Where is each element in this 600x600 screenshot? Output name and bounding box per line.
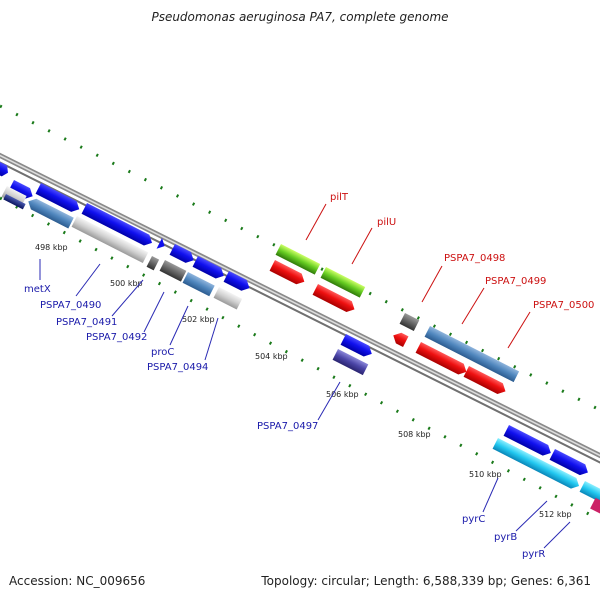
map-title: Pseudomonas aeruginosa PA7, complete gen… <box>151 10 449 24</box>
gene-arrow[interactable] <box>192 256 227 281</box>
gene-arrow-PSPA7_0494[interactable] <box>213 287 243 310</box>
gene-arrow-PSPA7_0500[interactable] <box>424 326 520 383</box>
gene-label-PSPA7_0500: PSPA7_0500 <box>533 300 594 311</box>
gene-label-pyrB: pyrB <box>494 532 517 543</box>
blue-leader-lines <box>39 259 571 549</box>
gene-arrow[interactable] <box>340 334 375 359</box>
accession-text: Accession: NC_009656 <box>9 574 146 588</box>
tick-label: 508 kbp <box>398 430 431 439</box>
gene-arrow[interactable] <box>391 330 409 348</box>
gene-arrow-pilT[interactable] <box>275 244 321 275</box>
red-leader-lines <box>305 203 531 349</box>
gene-arrow-proC[interactable] <box>182 272 215 297</box>
gene-arrow-pilU[interactable] <box>320 267 366 298</box>
gene-arrow[interactable] <box>549 449 591 478</box>
gene-arrow-PSPA7_0491[interactable] <box>146 256 160 271</box>
gene-arrow[interactable] <box>35 183 82 215</box>
gene-arrow[interactable] <box>81 203 155 248</box>
gene-label-PSPA7_0497: PSPA7_0497 <box>257 421 318 432</box>
gene-arrow-PSPA7_0490[interactable] <box>71 216 149 264</box>
gene-label-pilT: pilT <box>330 192 349 203</box>
tick-label: 512 kbp <box>539 510 572 519</box>
gene-arrow[interactable] <box>503 425 554 458</box>
tick-label: 500 kbp <box>110 279 143 288</box>
gene-label-PSPA7_0490: PSPA7_0490 <box>40 300 101 311</box>
gene-arrow[interactable] <box>399 313 420 331</box>
gene-arrow-PSPA7_0499[interactable] <box>463 366 509 397</box>
tick-label: 506 kbp <box>326 390 359 399</box>
gene-arrow-metX[interactable] <box>26 196 74 229</box>
gene-arrow-pyrB[interactable] <box>579 481 600 506</box>
gene-arrow[interactable] <box>156 238 168 251</box>
inner-tick-track <box>0 196 600 522</box>
gene-arrow[interactable] <box>8 180 36 202</box>
topology-text: Topology: circular; Length: 6,588,339 bp… <box>261 574 591 588</box>
gene-label-pyrC: pyrC <box>462 514 485 525</box>
gene-arrow-PSPA7_0498[interactable] <box>415 342 470 377</box>
gene-label-PSPA7_0492: PSPA7_0492 <box>86 332 147 343</box>
gene-label-PSPA7_0499: PSPA7_0499 <box>485 276 546 287</box>
gene-label-proC: proC <box>151 347 174 358</box>
gene-arrow[interactable] <box>223 271 253 293</box>
gene-arrow[interactable] <box>169 244 197 266</box>
gene-arrow[interactable] <box>269 260 308 287</box>
gene-arrow[interactable] <box>312 284 358 315</box>
gene-arrow-pyrC[interactable] <box>492 438 582 491</box>
gene-label-pilU: pilU <box>377 217 396 228</box>
gene-label-pyrR: pyrR <box>522 549 545 560</box>
tick-label: 510 kbp <box>469 470 502 479</box>
gene-arrow[interactable] <box>0 162 11 178</box>
gene-arrow[interactable] <box>590 497 600 516</box>
tick-label: 502 kbp <box>182 315 215 324</box>
tick-label: 498 kbp <box>35 243 68 252</box>
gene-arrow[interactable] <box>3 194 26 210</box>
gene-arrow-PSPA7_0492[interactable] <box>159 260 187 282</box>
gene-label-PSPA7_0491: PSPA7_0491 <box>56 317 117 328</box>
gene-arrow-PSPA7_0497[interactable] <box>332 349 369 376</box>
gene-label-PSPA7_0494: PSPA7_0494 <box>147 362 208 373</box>
tick-label: 504 kbp <box>255 352 288 361</box>
gene-label-metX: metX <box>24 284 51 295</box>
gene-label-PSPA7_0498: PSPA7_0498 <box>444 253 505 264</box>
